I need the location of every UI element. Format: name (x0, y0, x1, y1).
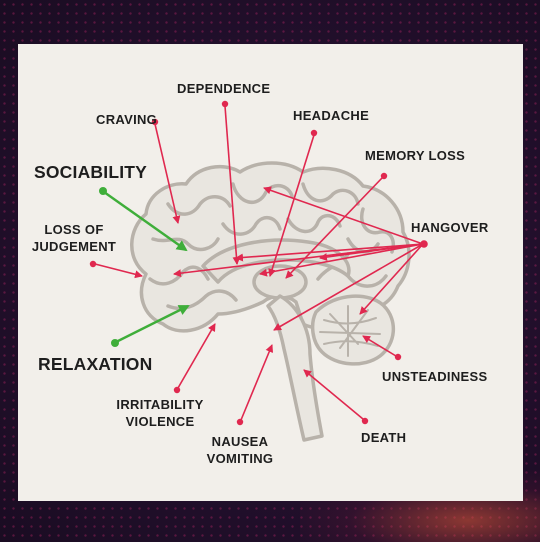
arrow-headache (268, 134, 315, 277)
label-nausea-vomiting: NAUSEA VOMITING (200, 433, 280, 467)
label-relaxation: RELAXATION (38, 354, 153, 374)
arrow-hangover (273, 243, 424, 331)
label-loss-of-judgement-line2: JUDGEMENT (31, 239, 117, 254)
label-nausea: NAUSEA (211, 434, 269, 449)
gyri-fold (286, 213, 342, 234)
label-loss-of-judgement-line1: LOSS OF (44, 222, 104, 237)
label-hangover: HANGOVER (411, 220, 489, 235)
arrow-sociability (103, 191, 188, 252)
arrow-memory-loss (285, 177, 383, 279)
label-memory-loss: MEMORY LOSS (365, 148, 466, 163)
arrow-nausea (240, 344, 274, 421)
arrow-relaxation (115, 304, 190, 344)
label-death: DEATH (361, 430, 407, 445)
arrow-dependence (224, 105, 241, 265)
label-irritability-violence: IRRITABILITY VIOLENCE (113, 396, 207, 430)
label-dependence: DEPENDENCE (177, 81, 271, 96)
arrow-hangover (259, 243, 424, 277)
red-arrows (94, 105, 424, 421)
arrow-origin-dots (89, 100, 428, 426)
gyri-fold (166, 195, 232, 216)
label-loss-of-judgement: LOSS OF JUDGEMENT (30, 221, 118, 255)
gyri-fold (346, 274, 388, 288)
label-headache: HEADACHE (293, 108, 370, 123)
label-irritability: IRRITABILITY (116, 397, 204, 412)
gyri-fold (221, 216, 282, 236)
cerebellum-folds (319, 305, 381, 357)
arrow-hangover (263, 186, 424, 245)
arrow-loss-of-judgement (94, 263, 143, 279)
arrow-death (303, 369, 364, 420)
arrow-hangover (319, 243, 424, 262)
arrow-unsteadiness (362, 335, 397, 357)
gyri-fold (360, 207, 395, 254)
label-violence: VIOLENCE (125, 414, 195, 429)
gyri-fold (148, 265, 210, 286)
green-arrows (103, 191, 190, 344)
label-sociability: SOCIABILITY (34, 162, 148, 182)
diagram-card: DEPENDENCE CRAVING HEADACHE MEMORY LOSS … (18, 44, 523, 501)
label-unsteadiness: UNSTEADINESS (382, 369, 488, 384)
label-vomiting: VOMITING (206, 451, 274, 466)
brain-diagram (89, 100, 428, 442)
brainstem (266, 294, 324, 442)
arrow-hangover (359, 243, 424, 315)
arrow-craving (154, 123, 181, 224)
label-craving: CRAVING (96, 112, 158, 127)
gyri-fold (301, 182, 360, 206)
arrow-irritability (177, 323, 216, 389)
arrow-hangover (235, 243, 424, 262)
gyri-fold (151, 237, 220, 252)
